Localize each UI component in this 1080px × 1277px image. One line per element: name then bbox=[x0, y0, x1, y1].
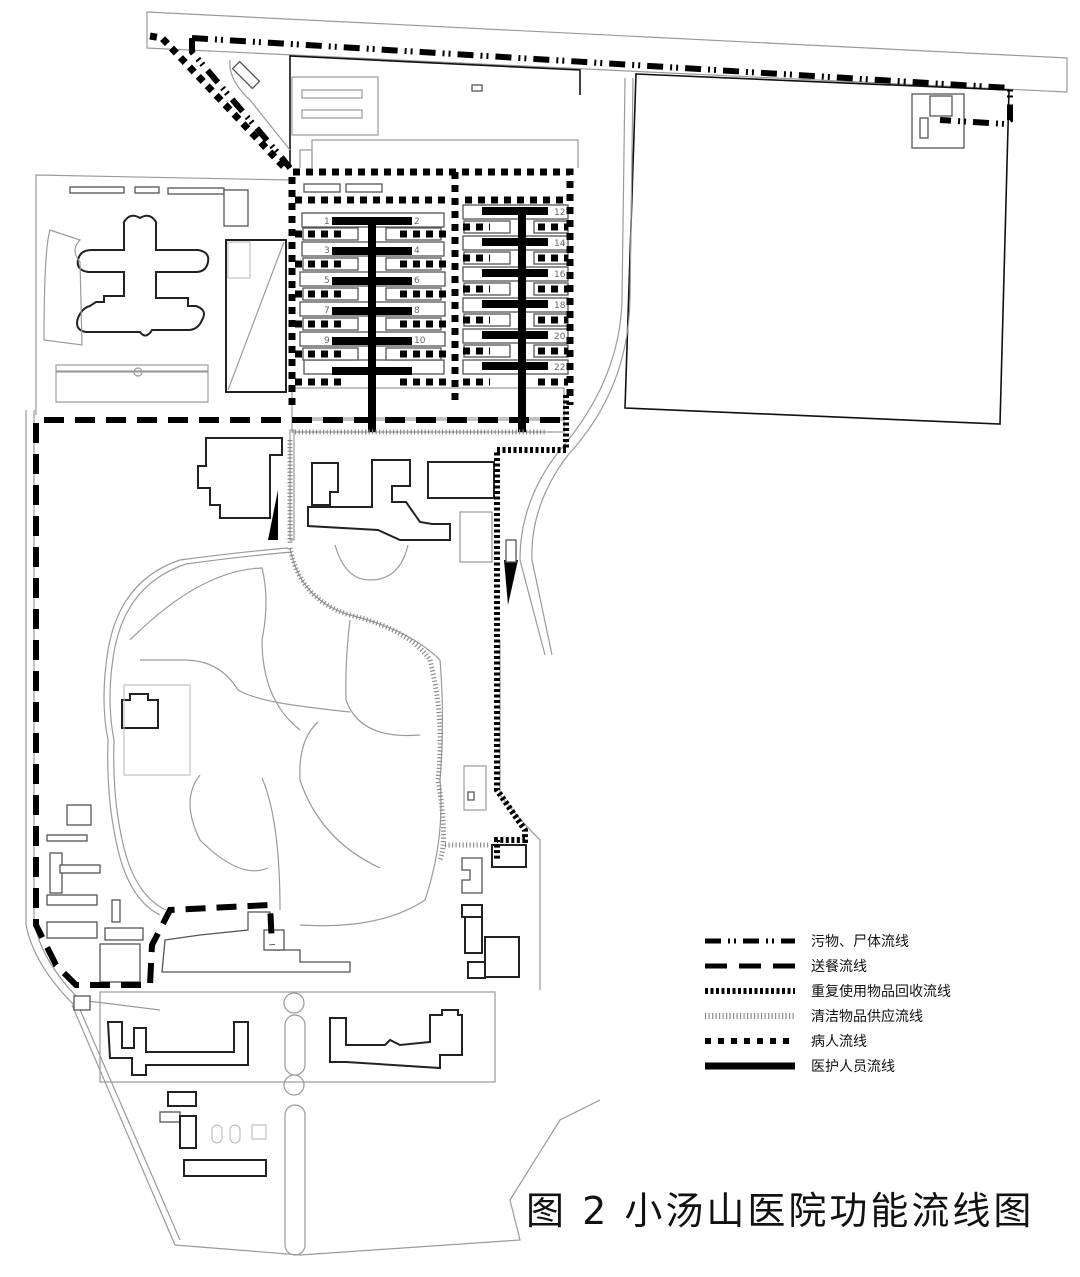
waste-route bbox=[189, 35, 1013, 170]
ward-number: 4 bbox=[414, 246, 420, 256]
ward-number: 3 bbox=[324, 246, 330, 256]
northeast-plot bbox=[519, 73, 1010, 656]
ward-number: 2 bbox=[414, 217, 420, 227]
legend-label: 重复使用物品回收流线 bbox=[811, 983, 951, 1000]
clean-line-swatch-icon bbox=[705, 1012, 795, 1019]
ward-number: 22 bbox=[554, 363, 565, 373]
top-road bbox=[146, 11, 1068, 93]
staff-line-swatch-icon bbox=[705, 1062, 795, 1069]
ward-number: 16 bbox=[554, 270, 566, 280]
legend-label: 病人流线 bbox=[811, 1033, 867, 1050]
patient-route-north bbox=[149, 32, 288, 171]
central-buildings bbox=[197, 429, 495, 581]
recycle-route bbox=[494, 395, 569, 860]
legend-item-waste: 污物、尸体流线 bbox=[705, 928, 1005, 953]
legend-label: 清洁物品供应流线 bbox=[811, 1008, 923, 1025]
legend-item-staff: 医护人员流线 bbox=[705, 1053, 1005, 1078]
legend-item-recycle: 重复使用物品回收流线 bbox=[705, 978, 1005, 1003]
figure-caption: 图 2 小汤山医院功能流线图 bbox=[526, 1189, 1035, 1233]
ward-number: 1 bbox=[324, 217, 330, 227]
legend-item-patient: 病人流线 bbox=[705, 1028, 1005, 1053]
ward-number: 7 bbox=[324, 306, 330, 316]
legend-label: 医护人员流线 bbox=[811, 1058, 895, 1075]
ward-number: 6 bbox=[414, 276, 420, 286]
legend-label: 污物、尸体流线 bbox=[811, 933, 909, 950]
legend-item-meal: 送餐流线 bbox=[705, 953, 1005, 978]
north-parking-area bbox=[229, 55, 581, 168]
ward-number: 9 bbox=[324, 336, 330, 346]
arrow-icon bbox=[268, 490, 278, 540]
ward-number: 18 bbox=[554, 301, 566, 311]
legend-item-clean: 清洁物品供应流线 bbox=[705, 1003, 1005, 1028]
staff-route-wards bbox=[332, 207, 548, 432]
west-compound bbox=[35, 174, 291, 415]
ward-number: 10 bbox=[414, 336, 426, 346]
meal-line-swatch-icon bbox=[705, 963, 795, 968]
ward-number: 20 bbox=[554, 332, 566, 342]
south-campus bbox=[71, 991, 601, 1256]
central-garden bbox=[103, 547, 447, 927]
waste-line-swatch-icon bbox=[705, 938, 795, 943]
patient-route-wards bbox=[288, 168, 574, 405]
ward-number: 8 bbox=[414, 306, 420, 316]
ward-number: 12 bbox=[554, 208, 565, 218]
meal-route bbox=[33, 417, 560, 988]
east-buildings bbox=[461, 640, 541, 990]
ward-number: 14 bbox=[554, 239, 566, 249]
legend: 污物、尸体流线 送餐流线 重复使用物品回收流线 清洁物品供应流线 病人流线 医护… bbox=[705, 928, 1005, 1078]
patient-line-swatch-icon bbox=[705, 1037, 795, 1044]
recycle-line-swatch-icon bbox=[705, 987, 795, 994]
legend-label: 送餐流线 bbox=[811, 958, 867, 975]
arrow-icon bbox=[504, 560, 518, 605]
southwest-buildings bbox=[25, 410, 351, 1011]
ward-complex: 1 2 3 4 5 6 7 8 9 10 12 14 16 18 20 22 bbox=[288, 168, 574, 433]
ward-number: 5 bbox=[324, 276, 330, 286]
direction-arrows bbox=[268, 490, 518, 605]
clean-route bbox=[287, 429, 545, 848]
